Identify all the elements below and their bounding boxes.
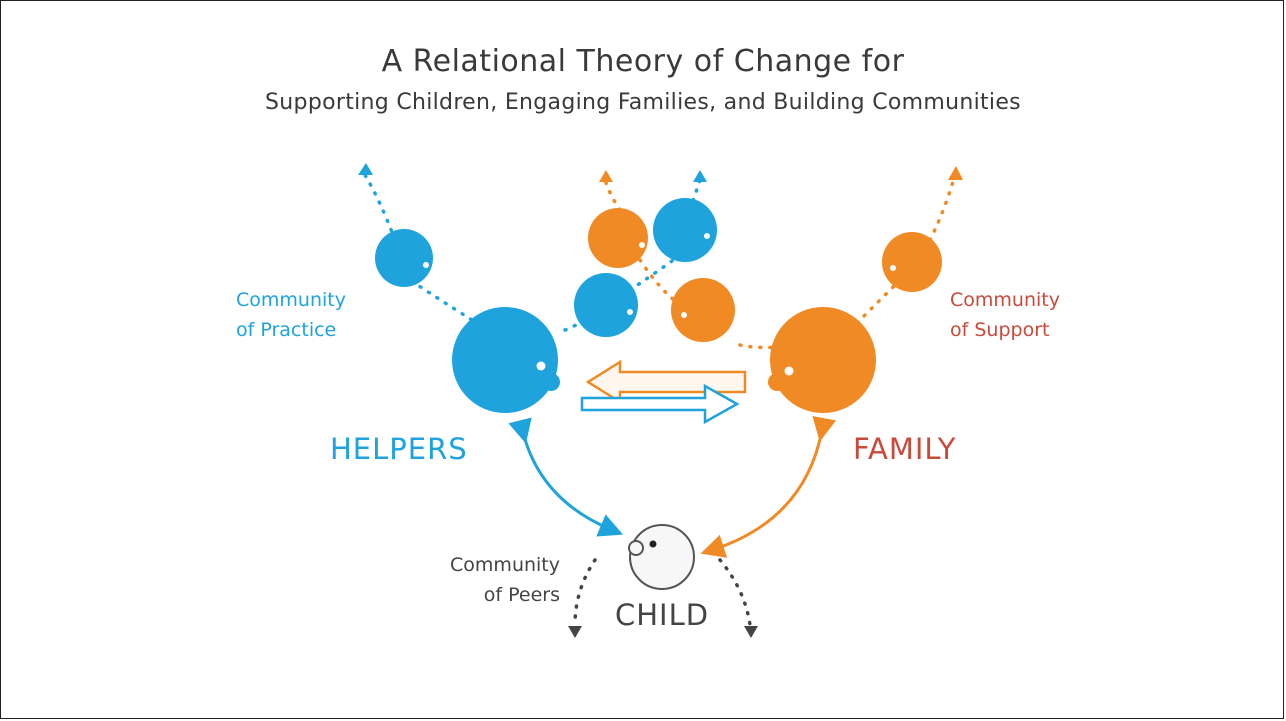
helpers-head-icon <box>452 307 560 413</box>
head-icon <box>653 198 717 262</box>
arrow-up-icon <box>599 170 613 182</box>
family-child-arrow <box>700 415 837 558</box>
head-icon <box>671 278 735 342</box>
head-icon <box>882 232 942 292</box>
head-icon <box>375 229 433 287</box>
community-of-peers-line-2: of Peers <box>483 584 560 606</box>
community-of-practice-label: Community of Practice <box>236 285 346 345</box>
head-icon <box>574 273 638 337</box>
community-of-peers-line-1: Community <box>450 554 560 576</box>
community-of-support-line-2: of Support <box>950 319 1050 341</box>
arrow-up-icon <box>693 170 707 182</box>
community-of-support-label: Community of Support <box>950 285 1060 345</box>
helpers-child-arrow <box>508 417 624 537</box>
child-label: CHILD <box>615 598 710 632</box>
arrow-up-icon <box>358 163 373 175</box>
arrow-up-icon <box>948 166 963 180</box>
arrow-down-icon <box>568 626 582 638</box>
community-of-support-line-1: Community <box>950 289 1060 311</box>
helpers-label: HELPERS <box>330 432 468 466</box>
head-icon <box>588 208 648 268</box>
community-of-peers-label: Community of Peers <box>436 550 560 610</box>
community-of-practice-line-2: of Practice <box>236 319 337 341</box>
dotted-arrowheads <box>358 163 963 638</box>
family-head-icon <box>768 307 876 413</box>
arrow-down-icon <box>744 626 758 638</box>
community-of-practice-line-1: Community <box>236 289 346 311</box>
title-line-1: A Relational Theory of Change for <box>381 44 905 79</box>
double-arrow-icon <box>580 359 747 425</box>
child-head-icon <box>628 524 695 590</box>
family-label: FAMILY <box>853 432 957 466</box>
title-line-2: Supporting Children, Engaging Families, … <box>265 90 1021 115</box>
